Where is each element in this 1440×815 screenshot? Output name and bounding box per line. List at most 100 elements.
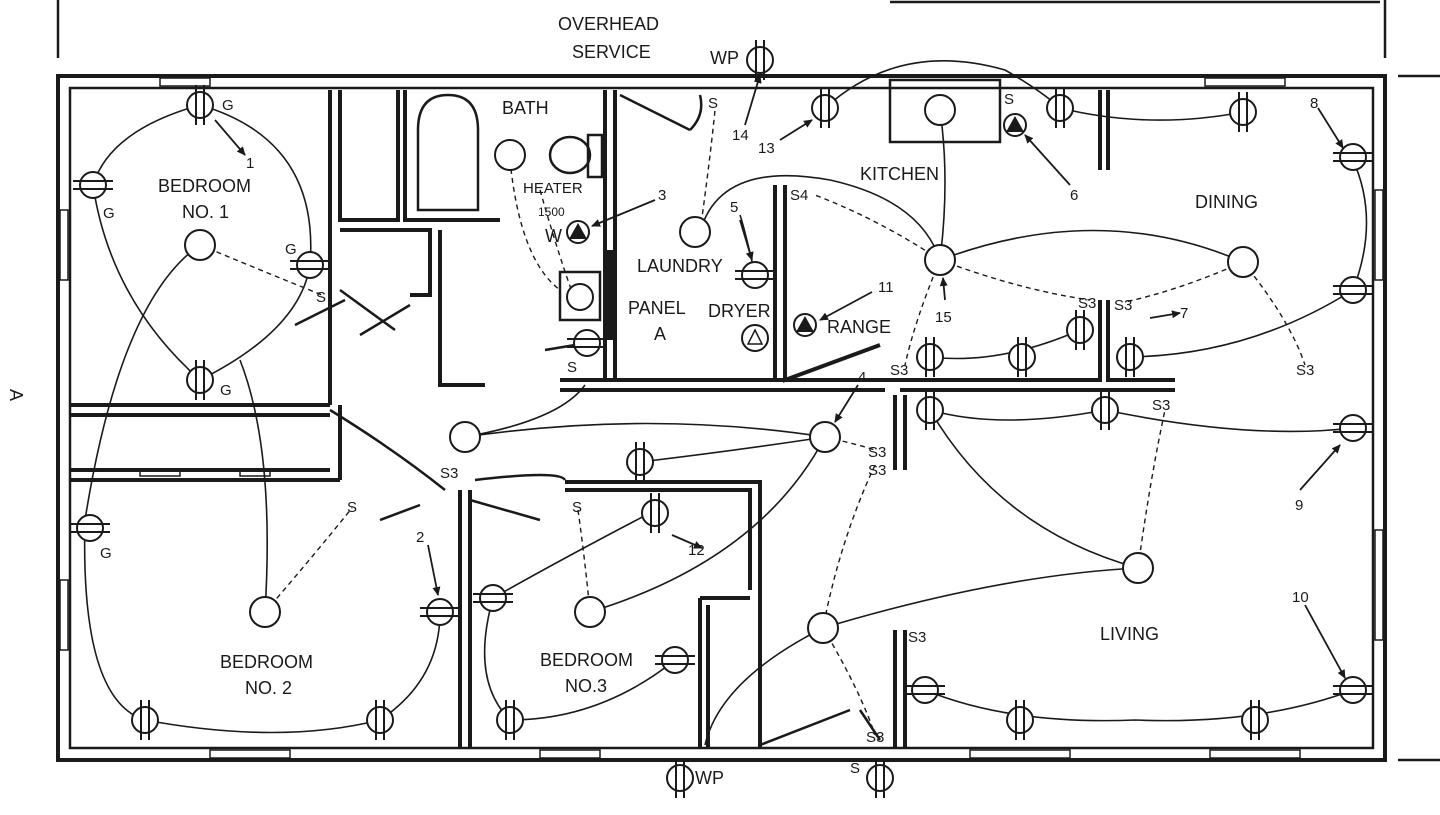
panel-label-1: PANEL (628, 298, 686, 318)
wp-label-bottom: WP (695, 768, 724, 788)
switch-s3-hall-c: S3 (868, 462, 886, 479)
duplex-receptacle (811, 88, 839, 128)
duplex-receptacle (866, 758, 894, 798)
duplex-receptacle (366, 700, 394, 740)
receptacles (70, 40, 1373, 798)
duplex-receptacle (1091, 390, 1119, 430)
switch-s-bath: S (567, 359, 577, 376)
g-label-4: G (220, 382, 232, 399)
switch-s4: S4 (790, 187, 808, 204)
duplex-receptacle (496, 700, 524, 740)
duplex-receptacle (905, 676, 945, 704)
duplex-receptacle (1241, 700, 1269, 740)
dryer-label: DRYER (708, 301, 771, 321)
leader-arrows (214, 74, 1346, 679)
doors (294, 93, 882, 747)
duplex-receptacle (1333, 414, 1373, 442)
switch-s-bedroom2: S (347, 499, 357, 516)
duplex-receptacle (641, 493, 669, 533)
room-bedroom1-line2: NO. 1 (182, 202, 229, 222)
circuit-number-8: 8 (1310, 95, 1318, 112)
duplex-receptacle (131, 700, 159, 740)
g-label-5: G (100, 545, 112, 562)
duplex-receptacle (1066, 310, 1094, 350)
switch-s3-kitchen: S3 (890, 362, 908, 379)
room-bedroom1-line1: BEDROOM (158, 176, 251, 196)
switch-s3-dining-b: S3 (1114, 297, 1132, 314)
circuit-number-7: 7 (1180, 305, 1188, 322)
room-living: LIVING (1100, 624, 1159, 644)
switch-s3-living-b: S3 (908, 629, 926, 646)
circuit-number-11: 11 (878, 279, 894, 296)
circuit-number-13: 13 (758, 140, 775, 157)
heater-label-1: HEATER (523, 180, 583, 197)
panel-label-2: A (654, 324, 666, 344)
circuit-number-6: 6 (1070, 187, 1078, 204)
duplex-receptacle (186, 360, 214, 400)
circuit-number-4: 4 (858, 369, 866, 386)
g-label-1: G (222, 97, 234, 114)
heater-label-2: 1500 (538, 205, 565, 219)
room-bedroom2-line1: BEDROOM (220, 652, 313, 672)
duplex-receptacle (916, 337, 944, 377)
circuit-number-9: 9 (1295, 497, 1303, 514)
circuit-number-14: 14 (732, 127, 749, 144)
duplex-receptacle (1229, 92, 1257, 132)
bath-fixtures (416, 78, 1002, 340)
duplex-receptacle (420, 598, 460, 626)
duplex-receptacle (1006, 700, 1034, 740)
duplex-receptacle (1333, 143, 1373, 171)
wp-label-top: WP (710, 48, 739, 68)
room-bedroom3-line1: BEDROOM (540, 650, 633, 670)
switch-s3-entry: S3 (866, 729, 884, 746)
circuit-number-2: 2 (416, 529, 424, 546)
circuit-number-15: 15 (935, 309, 952, 326)
labels: OVERHEAD SERVICE BATH KITCHEN DINING LAU… (6, 14, 1318, 788)
service-label-2: SERVICE (572, 42, 651, 62)
duplex-receptacle (290, 251, 330, 279)
circuit-number-3: 3 (658, 187, 666, 204)
room-bedroom3-line2: NO.3 (565, 676, 607, 696)
range-label: RANGE (827, 317, 891, 337)
heater-label-3: W (545, 226, 562, 246)
duplex-receptacle (655, 646, 695, 674)
switch-s-bedroom1: S (316, 289, 326, 306)
duplex-receptacle (1046, 88, 1074, 128)
duplex-receptacle (1116, 337, 1144, 377)
switch-s-laundry: S (708, 95, 718, 112)
switch-s3-dining-a: S3 (1078, 295, 1096, 312)
switch-s-entry: S (850, 760, 860, 777)
room-bath: BATH (502, 98, 549, 118)
windows (59, 77, 1384, 759)
switch-s-kitchen: S (1004, 91, 1014, 108)
circuit-number-5: 5 (730, 199, 738, 216)
duplex-receptacle (70, 514, 110, 542)
interior-walls (70, 90, 1175, 748)
service-label-1: OVERHEAD (558, 14, 659, 34)
room-kitchen: KITCHEN (860, 164, 939, 184)
g-label-3: G (285, 241, 297, 258)
duplex-receptacle (735, 261, 775, 289)
room-laundry: LAUNDRY (637, 256, 723, 276)
circuit-number-12: 12 (688, 542, 705, 559)
duplex-receptacle (1008, 337, 1036, 377)
duplex-receptacle (666, 758, 694, 798)
switch-s3-dining-c: S3 (1296, 362, 1314, 379)
room-dining: DINING (1195, 192, 1258, 212)
g-label-2: G (103, 205, 115, 222)
circuit-number-10: 10 (1292, 589, 1309, 606)
circuit-runs (83, 60, 1368, 746)
ceiling-lights (184, 94, 1259, 644)
sheet-frame (56, 0, 1440, 762)
duplex-receptacle (186, 85, 214, 125)
switch-s3-living-a: S3 (1152, 397, 1170, 414)
exterior-walls (56, 74, 1387, 762)
duplex-receptacle (1333, 676, 1373, 704)
switch-s-bedroom3: S (572, 499, 582, 516)
circuit-number-1: 1 (246, 155, 254, 172)
duplex-receptacle (1333, 276, 1373, 304)
duplex-receptacle (746, 40, 774, 80)
duplex-receptacle (473, 584, 513, 612)
room-bedroom2-line2: NO. 2 (245, 678, 292, 698)
